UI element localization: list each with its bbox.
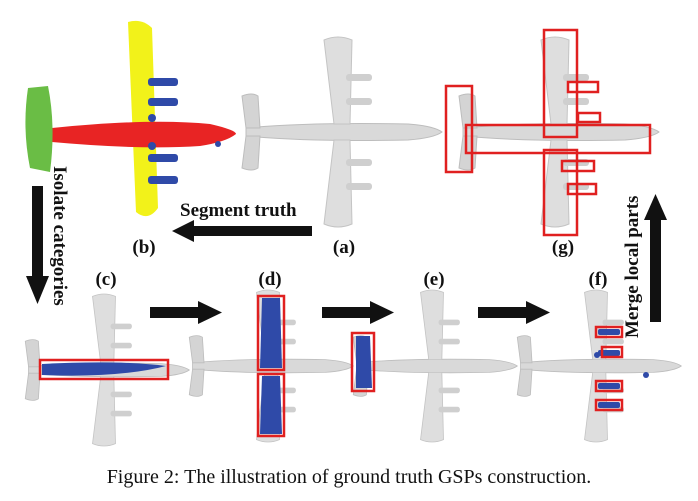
- panel-b-segmented-plane: [25, 20, 236, 217]
- panel-d-box-lower: [256, 372, 286, 438]
- arrow-isolate-categories: [26, 186, 49, 304]
- label-panel-c: (c): [95, 269, 117, 290]
- label-panel-g: (g): [551, 237, 575, 258]
- panel-c-box: [38, 358, 170, 381]
- segment-truth-label: Segment truth: [180, 200, 297, 221]
- arrow-d-to-e: [322, 301, 394, 324]
- panel-f-boxes: [594, 325, 624, 412]
- panel-g-boxes: [444, 28, 652, 237]
- arrow-e-to-f: [478, 301, 550, 324]
- panel-d-box-upper: [256, 294, 286, 372]
- label-panel-a: (a): [332, 237, 356, 258]
- label-panel-d: (d): [258, 269, 282, 290]
- label-panel-f: (f): [588, 269, 608, 290]
- label-panel-e: (e): [423, 269, 445, 290]
- panel-e-box: [350, 331, 376, 393]
- arrow-c-to-d: [150, 301, 222, 324]
- panel-a-plane: [241, 36, 443, 228]
- label-panel-b: (b): [132, 237, 156, 258]
- isolate-categories-label: Isolate categories: [49, 166, 70, 306]
- arrow-merge-local-parts: [644, 194, 667, 322]
- figure-caption: Figure 2: The illustration of ground tru…: [106, 466, 592, 488]
- merge-local-parts-label: Merge local parts: [622, 195, 643, 338]
- arrow-segment-truth: [172, 220, 312, 242]
